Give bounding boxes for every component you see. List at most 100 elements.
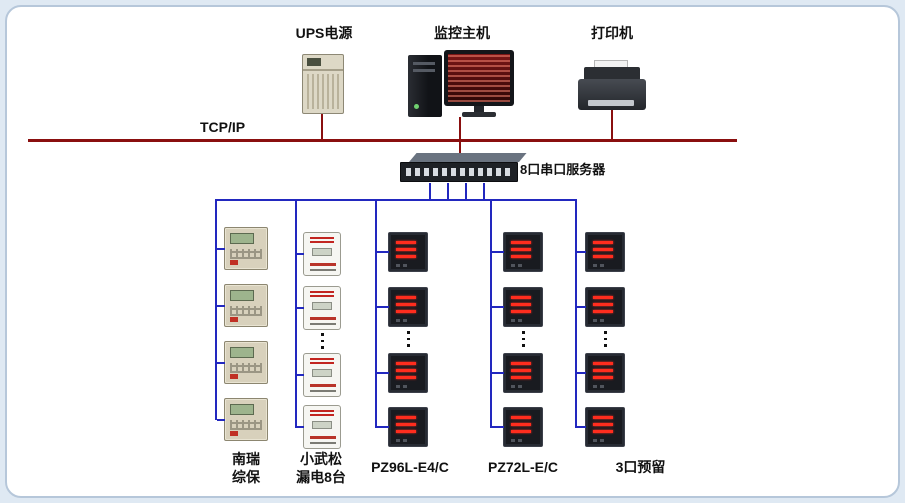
meter-digit-row: [511, 248, 531, 251]
meter-digit-row: [593, 248, 613, 251]
meter-buttons: [396, 385, 410, 388]
monitor-screen: [448, 54, 510, 102]
server-stub-line-3: [465, 183, 467, 200]
leakage-red-row: [310, 263, 336, 266]
leakage-brand-text: [310, 410, 334, 412]
meter-digit-row: [593, 310, 613, 313]
label-line: 南瑞: [232, 451, 260, 467]
meter-buttons: [593, 439, 607, 442]
column-pz96l: [388, 232, 428, 447]
relay-red-led: [230, 317, 238, 322]
relay-red-led: [230, 374, 238, 379]
dot: [603, 331, 607, 334]
power-meter-device: [388, 353, 428, 393]
relay-lcd-screen: [230, 290, 254, 301]
meter-digit-row: [593, 241, 613, 244]
leakage-brand-text: [310, 291, 334, 293]
dot: [406, 344, 410, 348]
leakage-device: [303, 405, 341, 449]
meter-digit-row: [593, 376, 613, 379]
column-nanrui-relay: [224, 227, 268, 441]
meter-buttons: [511, 439, 525, 442]
leakage-gray-row: [310, 323, 336, 325]
relay-lcd-screen: [230, 404, 254, 415]
dot: [320, 339, 324, 343]
power-meter-device: [388, 287, 428, 327]
meter-digit-row: [511, 303, 531, 306]
meter-digit-row: [511, 369, 531, 372]
leakage-screen: [312, 302, 332, 310]
relay-device: [224, 398, 268, 441]
meter-digit-row: [396, 296, 416, 299]
meter-digit-row: [593, 423, 613, 426]
meter-buttons: [511, 385, 525, 388]
printer-device: [578, 60, 646, 112]
dot: [406, 337, 410, 341]
monitor-neck: [474, 106, 484, 112]
printer-drop-line: [611, 110, 613, 139]
meter-buttons: [593, 319, 607, 322]
host-tower: [408, 55, 442, 117]
leakage-red-row: [310, 436, 336, 439]
power-meter-device: [585, 407, 625, 447]
label-line: 3口预留: [615, 459, 666, 475]
server-top-face: [409, 153, 527, 162]
power-meter-device: [585, 232, 625, 272]
meter-digit-row: [396, 303, 416, 306]
column-leakage: [303, 232, 341, 449]
meter-digit-row: [511, 416, 531, 419]
label-line: 小武松: [300, 451, 342, 467]
meter-digit-row: [593, 430, 613, 433]
vertical-ellipsis-icon: [521, 331, 525, 348]
column-label-pz96l: PZ96L-E4/C: [350, 458, 470, 476]
relay-device: [224, 284, 268, 327]
label-line: PZ72L-E/C: [487, 459, 558, 475]
server-ports: [406, 168, 512, 176]
server-stub-line-4: [483, 183, 485, 200]
dot: [406, 331, 410, 334]
meter-buttons: [396, 439, 410, 442]
vertical-ellipsis-icon: [603, 331, 607, 348]
power-meter-device: [503, 232, 543, 272]
relay-red-led: [230, 431, 238, 436]
host-monitor: [444, 50, 514, 106]
leakage-brand-text: [310, 358, 334, 360]
meter-digit-row: [396, 376, 416, 379]
server-front-face: [400, 162, 518, 182]
meter-buttons: [396, 319, 410, 322]
column-label-pz72l: PZ72L-E/C: [463, 458, 583, 476]
power-meter-device: [388, 407, 428, 447]
dot: [603, 344, 607, 348]
leakage-gray-row: [310, 269, 336, 271]
meter-digit-row: [593, 416, 613, 419]
server-stub-line-2: [447, 183, 449, 200]
column-pz72l: [503, 232, 543, 447]
ups-band: [303, 69, 343, 71]
column-label-reserved: 3口预留: [578, 458, 703, 476]
relay-device: [224, 341, 268, 384]
relay-lcd-screen: [230, 233, 254, 244]
meter-digit-row: [593, 255, 613, 258]
column-line-1: [215, 199, 217, 420]
dot: [521, 331, 525, 334]
vertical-ellipsis-icon: [320, 333, 324, 350]
monitor-base: [462, 112, 496, 117]
meter-buttons: [511, 264, 525, 267]
meter-digit-row: [396, 362, 416, 365]
meter-digit-row: [511, 430, 531, 433]
meter-digit-row: [396, 423, 416, 426]
server-drop-line: [459, 142, 461, 154]
meter-digit-row: [511, 241, 531, 244]
meter-digit-row: [511, 423, 531, 426]
dot: [320, 346, 324, 350]
meter-digit-row: [593, 362, 613, 365]
leakage-gray-row: [310, 442, 336, 444]
leakage-red-row: [310, 317, 336, 320]
server-stub-line-1: [429, 183, 431, 200]
leakage-brand-text: [310, 237, 334, 239]
leakage-device: [303, 353, 341, 397]
tcpip-bus-line: [28, 139, 737, 142]
dot: [521, 337, 525, 341]
power-meter-device: [585, 287, 625, 327]
